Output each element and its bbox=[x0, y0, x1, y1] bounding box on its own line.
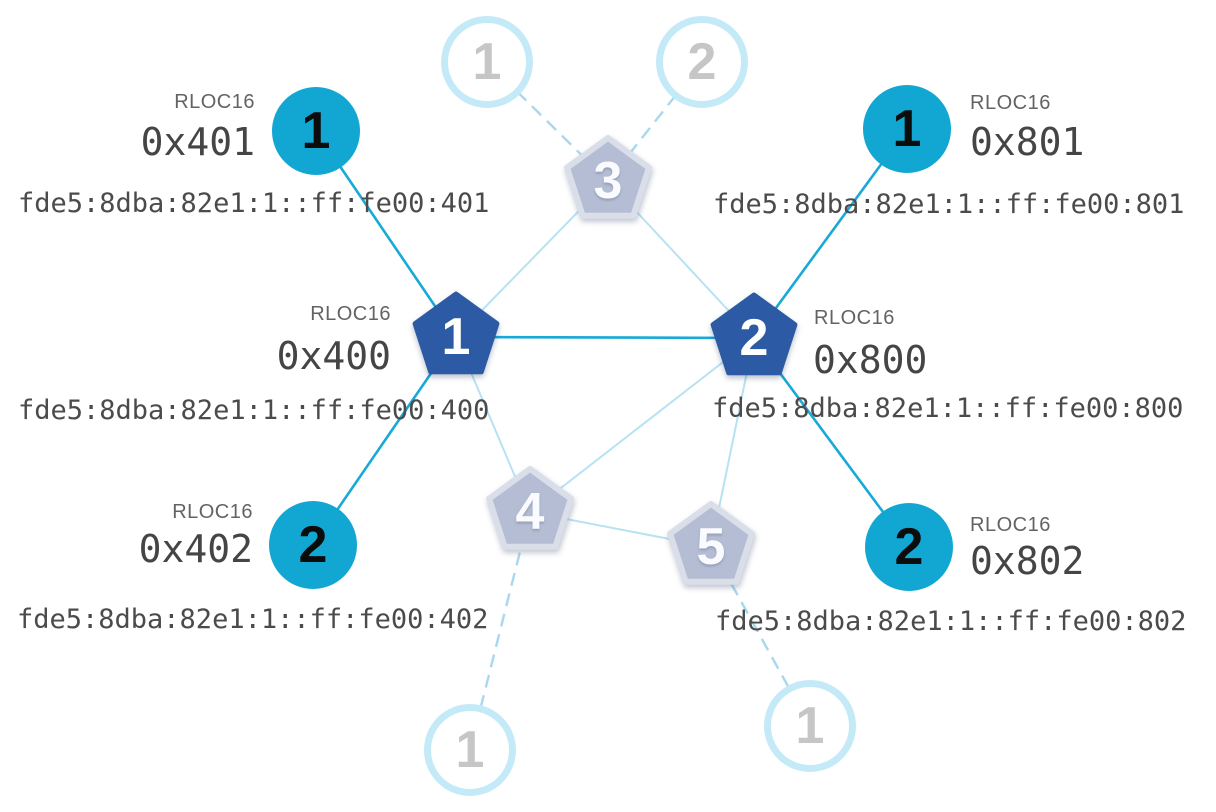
rloc16-caption-800: RLOC16 bbox=[814, 307, 895, 329]
rloc16-value-402: 0x402 bbox=[138, 527, 253, 571]
link-router400-router800 bbox=[455, 335, 755, 340]
node-faded-circle-bottom-right[interactable]: 1 bbox=[764, 680, 856, 772]
node-label: 2 bbox=[894, 518, 924, 576]
node-child-802[interactable]: 2 bbox=[865, 503, 953, 591]
node-label: 5 bbox=[696, 518, 726, 576]
pentagon-icon bbox=[564, 135, 652, 219]
rloc16-value-800: 0x800 bbox=[813, 338, 928, 382]
node-label: 2 bbox=[298, 516, 328, 574]
ipv6-address-400: fde5:8dba:82e1:1::ff:fe00:400 bbox=[18, 395, 490, 426]
node-label: 4 bbox=[515, 483, 545, 541]
ipv6-address-402: fde5:8dba:82e1:1::ff:fe00:402 bbox=[17, 604, 489, 635]
node-label: 2 bbox=[687, 33, 717, 91]
node-label: 1 bbox=[795, 697, 825, 755]
node-faded-router-4[interactable]: 4 bbox=[480, 462, 580, 562]
node-faded-circle-top-1[interactable]: 1 bbox=[441, 16, 533, 108]
rloc16-value-400: 0x400 bbox=[276, 334, 391, 378]
node-label: 2 bbox=[739, 309, 769, 367]
node-router-400[interactable]: 1 bbox=[406, 287, 506, 387]
pentagon-icon bbox=[710, 292, 798, 376]
rloc16-caption-400: RLOC16 bbox=[310, 303, 391, 325]
node-router-800[interactable]: 2 bbox=[704, 288, 804, 388]
rloc16-value-801: 0x801 bbox=[970, 120, 1085, 164]
node-label: 1 bbox=[455, 721, 485, 779]
link-router800-router4 bbox=[529, 337, 755, 513]
pentagon-icon bbox=[412, 291, 500, 375]
node-child-801[interactable]: 1 bbox=[863, 85, 951, 173]
node-faded-circle-top-2[interactable]: 2 bbox=[656, 16, 748, 108]
ipv6-address-800: fde5:8dba:82e1:1::ff:fe00:800 bbox=[712, 393, 1184, 424]
node-label: 1 bbox=[301, 102, 331, 160]
node-label: 3 bbox=[593, 152, 623, 210]
pentagon-icon bbox=[486, 466, 574, 550]
pentagon-icon bbox=[667, 501, 755, 585]
rloc16-caption-802: RLOC16 bbox=[970, 514, 1051, 536]
node-faded-circle-bottom-left[interactable]: 1 bbox=[424, 704, 516, 796]
ipv6-address-802: fde5:8dba:82e1:1::ff:fe00:802 bbox=[715, 606, 1187, 637]
node-label: 1 bbox=[441, 308, 471, 366]
node-faded-router-3[interactable]: 3 bbox=[558, 131, 658, 231]
rloc16-value-401: 0x401 bbox=[140, 120, 255, 164]
rloc16-caption-402: RLOC16 bbox=[172, 501, 253, 523]
node-faded-router-5[interactable]: 5 bbox=[661, 497, 761, 597]
rloc16-caption-401: RLOC16 bbox=[174, 91, 255, 113]
ipv6-address-401: fde5:8dba:82e1:1::ff:fe00:401 bbox=[18, 188, 490, 219]
node-child-401[interactable]: 1 bbox=[272, 87, 360, 175]
node-label: 1 bbox=[892, 100, 922, 158]
node-child-402[interactable]: 2 bbox=[269, 501, 357, 589]
rloc16-value-802: 0x802 bbox=[970, 539, 1085, 583]
node-label: 1 bbox=[472, 33, 502, 91]
rloc16-caption-801: RLOC16 bbox=[970, 92, 1051, 114]
ipv6-address-801: fde5:8dba:82e1:1::ff:fe00:801 bbox=[713, 189, 1185, 220]
